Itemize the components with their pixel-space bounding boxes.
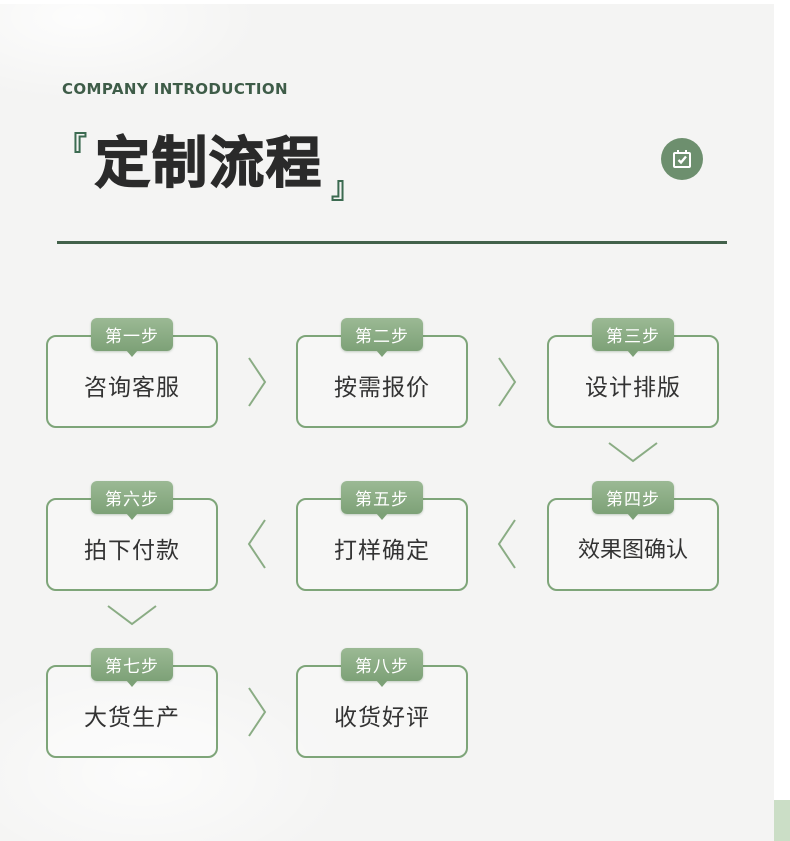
step-label: 拍下付款 bbox=[84, 537, 180, 564]
step-label: 设计排版 bbox=[585, 374, 681, 401]
corner-green-block bbox=[774, 800, 790, 841]
step-card-1: 第一步 咨询客服 bbox=[46, 318, 218, 428]
chevron-right-icon bbox=[247, 357, 267, 407]
step-label: 按需报价 bbox=[334, 374, 430, 401]
chevron-down-icon bbox=[107, 604, 157, 626]
step-badge: 第八步 bbox=[341, 648, 423, 681]
chevron-left-icon bbox=[247, 519, 267, 569]
chevron-left-icon bbox=[497, 519, 517, 569]
title-bracket-right: 』 bbox=[331, 171, 362, 206]
step-card-5: 第五步 打样确定 bbox=[296, 481, 468, 591]
step-card-3: 第三步 设计排版 bbox=[547, 318, 719, 428]
section-eyebrow: COMPANY INTRODUCTION bbox=[62, 80, 288, 98]
step-label: 打样确定 bbox=[334, 537, 430, 564]
chevron-right-icon bbox=[497, 357, 517, 407]
top-white-strip bbox=[0, 0, 790, 4]
step-card-8: 第八步 收货好评 bbox=[296, 648, 468, 758]
step-label: 咨询客服 bbox=[84, 374, 180, 401]
step-badge: 第六步 bbox=[91, 481, 173, 514]
step-card-7: 第七步 大货生产 bbox=[46, 648, 218, 758]
step-card-6: 第六步 拍下付款 bbox=[46, 481, 218, 591]
page-title: 定制流程 bbox=[94, 130, 324, 196]
step-badge: 第一步 bbox=[91, 318, 173, 351]
step-label: 效果图确认 bbox=[577, 537, 688, 563]
title-divider bbox=[57, 241, 727, 244]
right-white-strip bbox=[774, 0, 790, 841]
section-title-row: 『 定制流程 』 bbox=[57, 130, 361, 203]
chevron-right-icon bbox=[247, 687, 267, 737]
step-badge: 第七步 bbox=[91, 648, 173, 681]
title-bracket-left: 『 bbox=[57, 131, 87, 166]
calendar-check-icon bbox=[661, 138, 703, 180]
step-label: 大货生产 bbox=[84, 704, 180, 731]
chevron-down-icon bbox=[608, 441, 658, 463]
step-badge: 第四步 bbox=[592, 481, 674, 514]
step-card-2: 第二步 按需报价 bbox=[296, 318, 468, 428]
step-label: 收货好评 bbox=[334, 704, 430, 731]
step-badge: 第三步 bbox=[592, 318, 674, 351]
step-badge: 第五步 bbox=[341, 481, 423, 514]
step-card-4: 第四步 效果图确认 bbox=[547, 481, 719, 591]
step-badge: 第二步 bbox=[341, 318, 423, 351]
